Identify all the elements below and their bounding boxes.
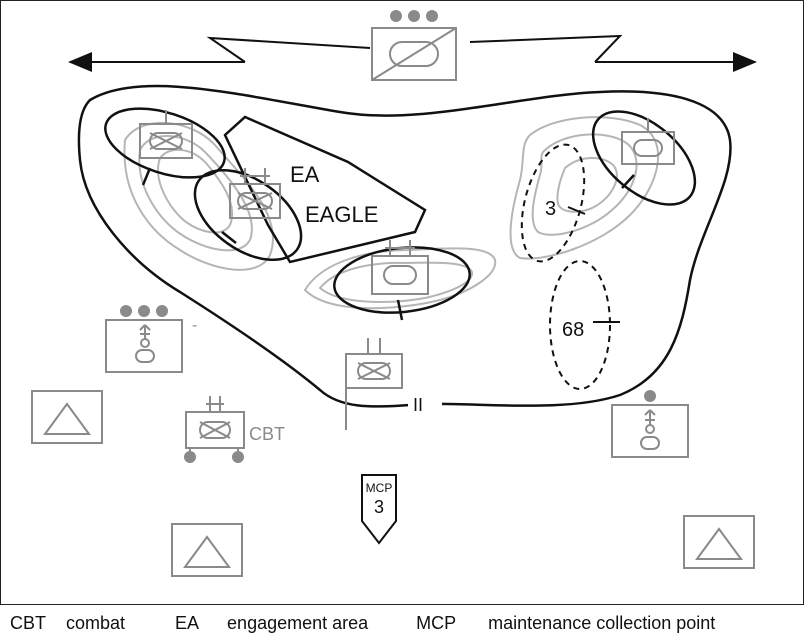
position-68-label: 68: [562, 319, 584, 341]
legend-def-mcp: maintenance collection point: [488, 612, 716, 633]
legend-def-cbt: combat: [66, 612, 126, 633]
legend-abbr-mcp: MCP: [416, 612, 457, 633]
armor-unit-symbol-right: [621, 118, 675, 165]
ea-label-line1: EA: [290, 162, 320, 187]
terrain-contours: [123, 116, 660, 310]
legend-abbr-cbt: CBT: [10, 612, 46, 633]
svg-text:II: II: [413, 395, 423, 415]
subsequent-position-3: [520, 143, 586, 263]
battle-position-left-middle: [193, 168, 303, 262]
ea-label-line2: EAGLE: [305, 202, 378, 227]
position-3-tick: [567, 206, 586, 215]
battle-position-outline: [77, 84, 732, 408]
subsequent-position-68: [549, 260, 611, 390]
minus-mark: -: [192, 317, 197, 334]
triangle-symbol-right: [683, 515, 755, 569]
boundary-line: [68, 34, 757, 72]
diagram-frame: [0, 0, 804, 605]
mcp-marker: MCP 3: [361, 474, 397, 545]
mcp-number: 3: [374, 497, 384, 517]
mech-infantry-symbol-1: [139, 110, 193, 159]
battle-position-left-upper: [104, 107, 226, 186]
armor-unit-symbol-center: [371, 240, 429, 295]
cbt-tag: CBT: [249, 424, 285, 444]
legend-def-ea: engagement area: [227, 612, 369, 633]
position-3-label: 3: [545, 198, 556, 220]
hq-unit-symbol: [371, 10, 457, 81]
support-unit-symbol-left: [105, 305, 183, 373]
boundary-mark: II: [408, 394, 442, 416]
mcp-title: MCP: [366, 481, 393, 495]
mech-infantry-symbol-2: [229, 168, 281, 219]
support-unit-symbol-right: [611, 390, 689, 458]
legend-bar: CBT combat EA engagement area MCP mainte…: [0, 605, 806, 641]
engagement-area-eagle: [223, 115, 427, 264]
legend-abbr-ea: EA: [175, 612, 200, 633]
triangle-symbol-bottom: [171, 523, 243, 577]
triangle-symbol-left: [31, 390, 103, 444]
tactical-diagram: EA EAGLE: [31, 10, 757, 577]
mech-infantry-symbol-center: [345, 338, 403, 430]
combat-trains-symbol: [184, 396, 245, 463]
